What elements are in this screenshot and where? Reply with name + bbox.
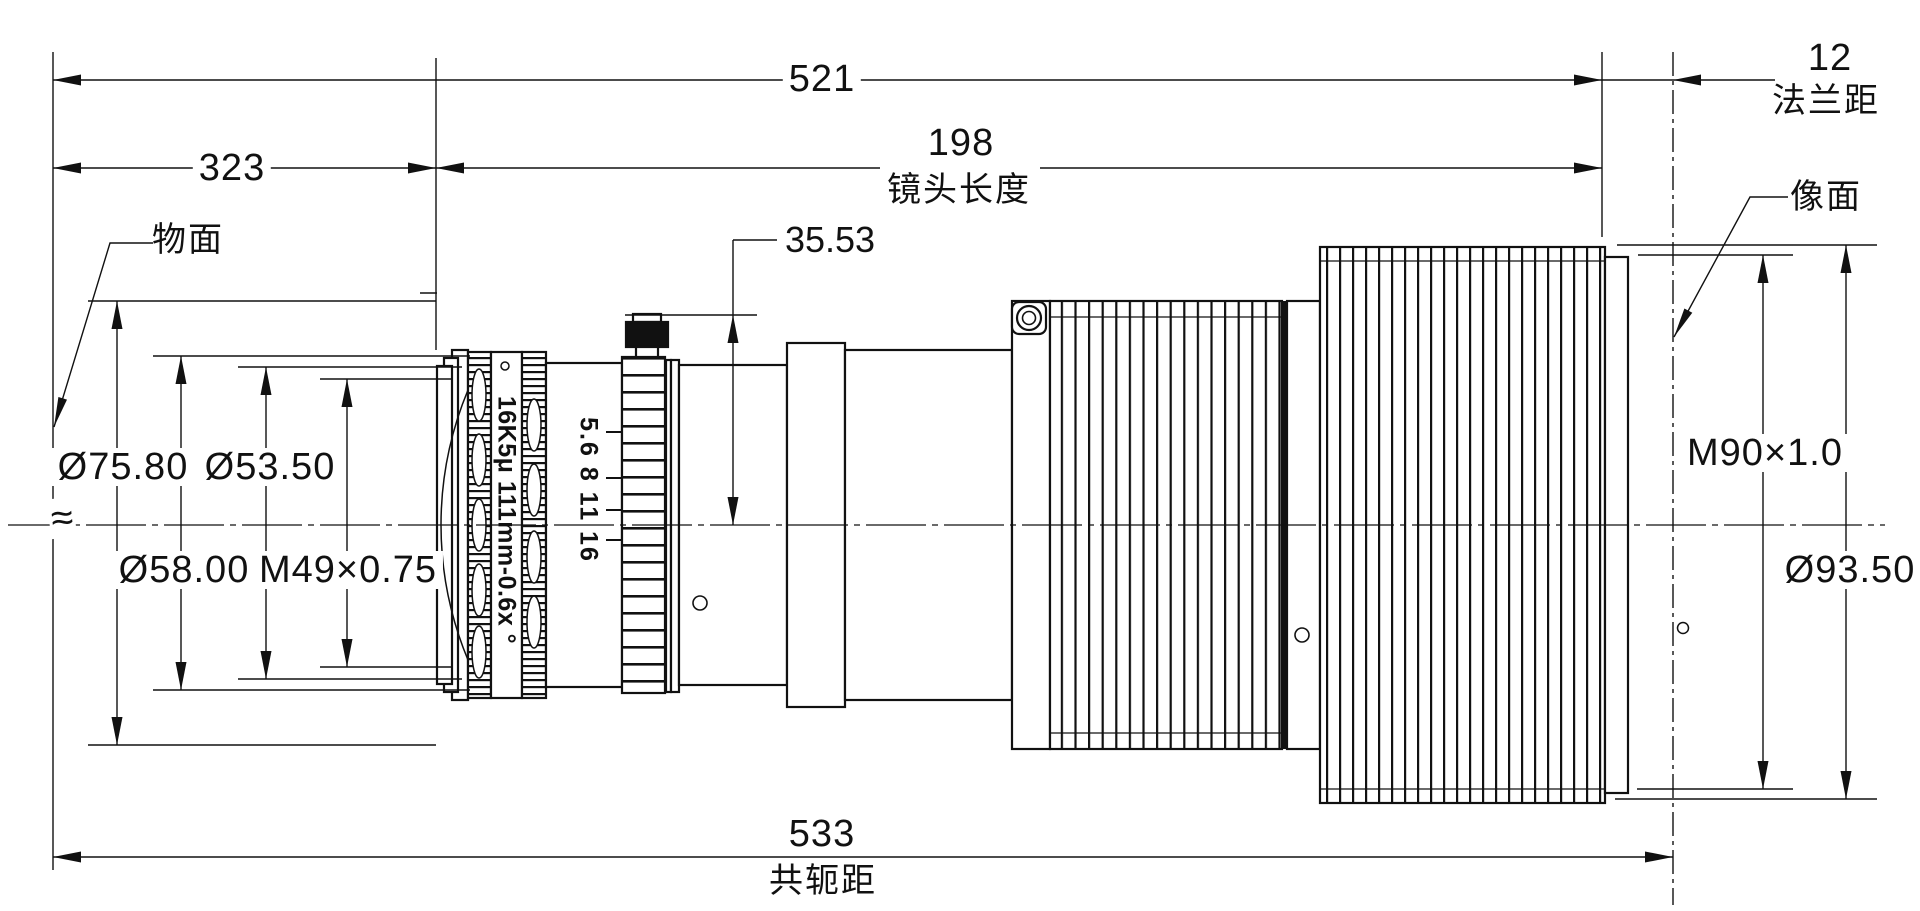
extension-lines	[52, 52, 1877, 905]
lens-model-marking: 16K5μ 111mm-0.6x °	[492, 395, 521, 645]
image-plane-leader	[1673, 196, 1788, 338]
dim-front-inner-od: Ø53.50	[198, 448, 342, 486]
index-dot	[500, 361, 510, 371]
setscrew	[692, 595, 708, 611]
image-plane-label: 像面	[1790, 178, 1862, 216]
dim-aperture-housing-radius: 35.53	[784, 219, 876, 260]
dim-rear-od: Ø93.50	[1778, 551, 1920, 589]
dim-front-thread: M49×0.75	[252, 551, 444, 589]
dim-total-to-flange: 521	[782, 60, 862, 98]
dim-lens-length-label: 镜头长度	[887, 171, 1031, 209]
thumb-screw	[624, 312, 670, 359]
setscrew	[1294, 627, 1310, 643]
dim-focus-ring-od: Ø58.00	[112, 551, 256, 589]
dim-front-od: Ø75.80	[51, 448, 195, 486]
dim-flange-distance-label: 法兰距	[1772, 82, 1880, 120]
axis-break-symbol: ≈	[47, 494, 77, 542]
knurl-ovals	[471, 368, 542, 679]
dim-mount-thread: M90×1.0	[1681, 434, 1849, 472]
spacer-ring	[669, 358, 681, 694]
dim-conjugate-distance: 533	[782, 815, 862, 853]
dim-lens-length: 198	[927, 122, 995, 164]
aperture-scale-marking: 5.6 8 11 16	[574, 417, 603, 563]
object-plane-leader	[53, 242, 153, 428]
screw-head	[1010, 300, 1048, 336]
object-plane-label: 物面	[152, 221, 224, 259]
dim-object-distance: 323	[192, 149, 272, 187]
dim-flange-distance: 12	[1807, 37, 1853, 79]
aperture-scale-ticks	[606, 431, 621, 541]
rear-detail-circle	[1676, 621, 1690, 635]
arrowheads	[53, 74, 1852, 863]
dim-conjugate-distance-label: 共轭距	[769, 862, 877, 900]
